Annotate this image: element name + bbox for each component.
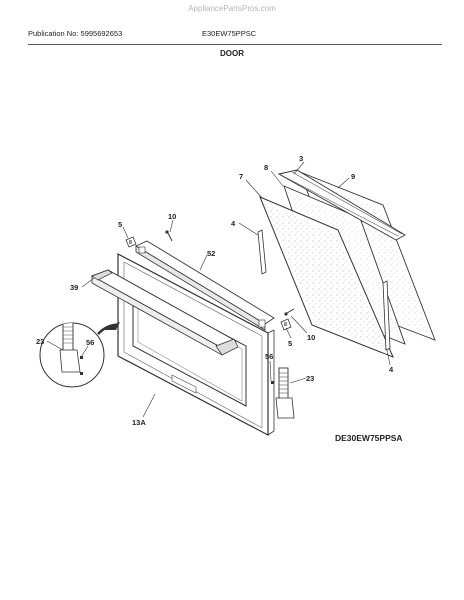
hinge-detail-circle — [39, 322, 120, 388]
callout-3: 3 — [299, 154, 303, 163]
callout-39: 39 — [70, 283, 78, 292]
callout-56-right: 56 — [265, 352, 273, 361]
diagram-code: DE30EW75PPSA — [335, 433, 403, 443]
callout-4-top: 4 — [231, 219, 236, 228]
callout-5-right: 5 — [288, 339, 292, 348]
inner-glass-panel — [259, 196, 394, 358]
callout-5-left: 5 — [118, 220, 122, 229]
callout-10-top: 10 — [168, 212, 176, 221]
callout-7: 7 — [239, 172, 243, 181]
hinge-right — [271, 367, 295, 419]
watermark: AppliancePartsPros.com — [188, 4, 276, 13]
callout-23-right: 23 — [306, 374, 314, 383]
section-title: DOOR — [220, 49, 244, 58]
callout-9: 9 — [351, 172, 355, 181]
callout-10-right: 10 — [307, 333, 315, 342]
callout-52: 52 — [207, 249, 215, 258]
callout-56-detail: 56 — [86, 338, 94, 347]
hinge-clip-right — [280, 318, 292, 331]
model-number: E30EW75PPSC — [202, 29, 257, 38]
leader-lines — [46, 161, 391, 418]
top-glass-channel — [277, 169, 406, 241]
door-handle — [90, 269, 239, 356]
callout-13A: 13A — [132, 418, 146, 427]
callout-23-detail: 23 — [36, 337, 44, 346]
glass-retainer-strips — [257, 229, 391, 351]
callout-8: 8 — [264, 163, 268, 172]
door-top-trim — [135, 240, 275, 331]
hinge-clip-left — [125, 236, 137, 248]
publication-number: Publication No: 5995692653 — [28, 29, 123, 38]
callout-4-bottom: 4 — [389, 365, 394, 374]
screws — [165, 230, 295, 316]
header-divider — [28, 44, 442, 45]
